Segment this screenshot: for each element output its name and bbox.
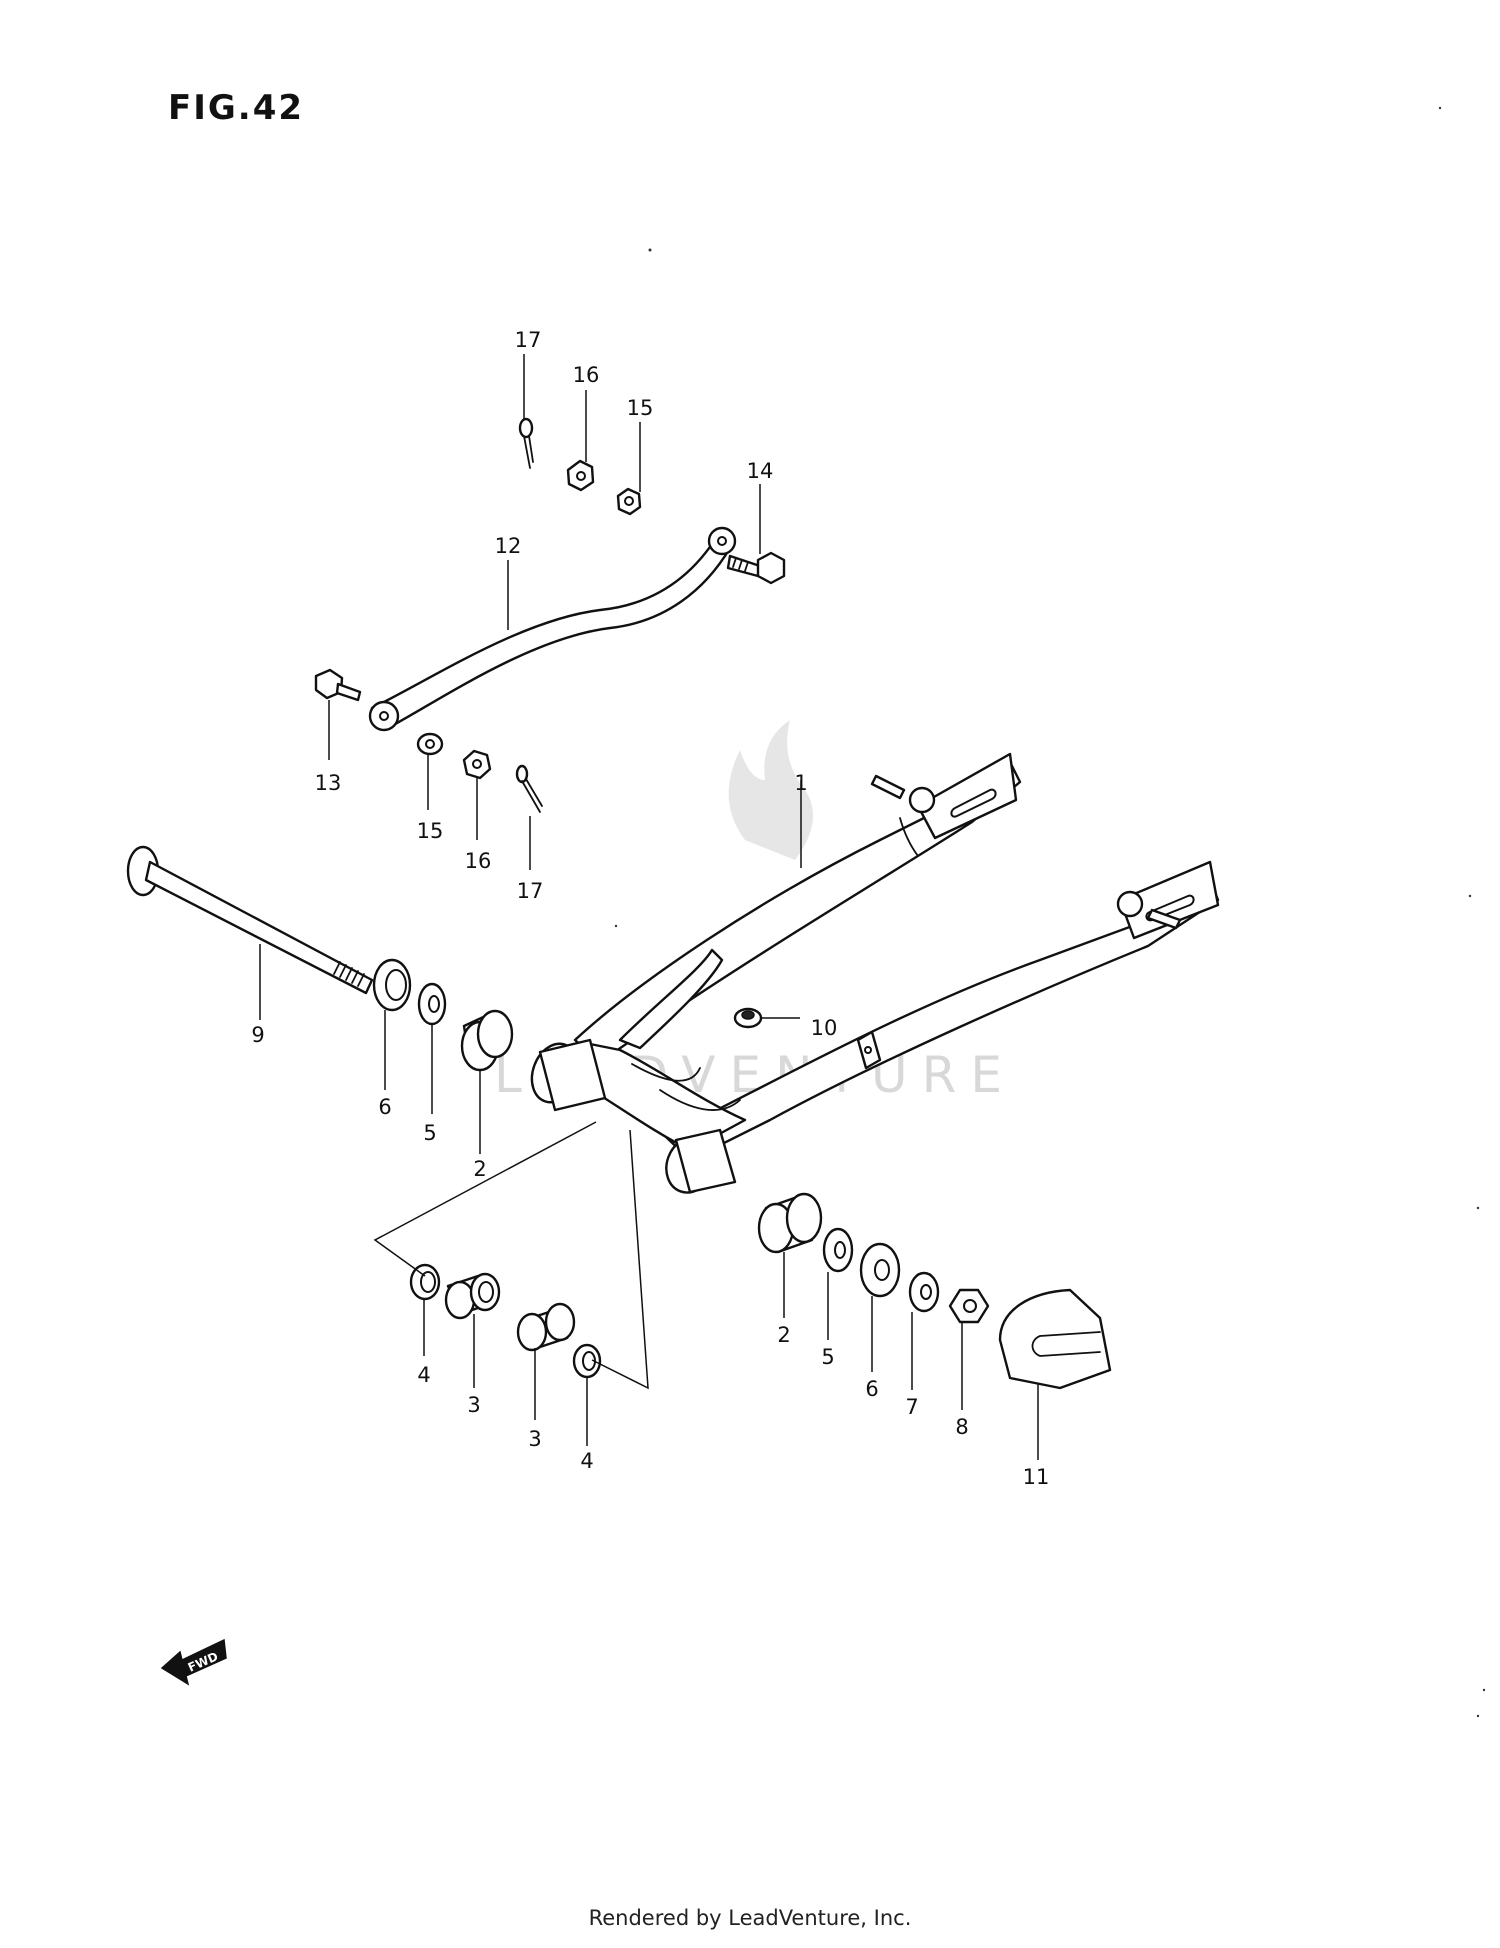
- chain-buffer-part: [998, 1288, 1112, 1390]
- callout-13: 13: [315, 771, 342, 795]
- callout-labels: 17 16 15 14 12 13 15 16 17 1 9 10 6 5 2 …: [251, 328, 1049, 1489]
- needle-bearing-part: [516, 1302, 576, 1352]
- washer-part: [822, 1227, 854, 1273]
- callout-5: 5: [821, 1345, 834, 1369]
- castle-nut-part: [566, 459, 595, 492]
- callout-16: 16: [573, 363, 600, 387]
- bolt-part: [314, 668, 362, 702]
- callout-6: 6: [378, 1095, 391, 1119]
- oil-seal-part: [372, 958, 412, 1012]
- callout-6: 6: [865, 1377, 878, 1401]
- needle-bearing-part: [444, 1272, 501, 1320]
- scan-specks: [614, 106, 1486, 1718]
- callout-14: 14: [747, 459, 774, 483]
- bushing-part: [460, 1009, 514, 1072]
- callout-15: 15: [417, 819, 444, 843]
- figure-title: FIG.42: [168, 88, 305, 128]
- footer-credit: Rendered by LeadVenture, Inc.: [588, 1906, 912, 1930]
- callout-4: 4: [417, 1363, 430, 1387]
- callout-3: 3: [467, 1393, 480, 1417]
- callout-17: 17: [515, 328, 542, 352]
- callout-8: 8: [955, 1415, 968, 1439]
- cotter-pin-part: [515, 764, 543, 813]
- washer-part: [416, 732, 444, 756]
- grommet-part: [733, 1007, 763, 1029]
- bolt-part: [726, 551, 786, 585]
- washer-part: [908, 1271, 940, 1313]
- callout-5: 5: [423, 1121, 436, 1145]
- callout-11: 11: [1023, 1465, 1050, 1489]
- torque-rod-part: [368, 526, 737, 732]
- leader-lines: [259, 354, 1039, 1460]
- pivot-shaft-part: [126, 845, 374, 995]
- washer-part: [616, 487, 642, 516]
- callout-12: 12: [495, 534, 522, 558]
- callout-17: 17: [517, 879, 544, 903]
- callout-3: 3: [528, 1427, 541, 1451]
- nut-part: [948, 1288, 990, 1324]
- oil-seal-part: [859, 1242, 901, 1298]
- bushing-part: [757, 1192, 823, 1254]
- castle-nut-part: [462, 749, 492, 780]
- callout-4: 4: [580, 1449, 593, 1473]
- seal-ring-part: [572, 1343, 602, 1379]
- cotter-pin-part: [518, 417, 534, 469]
- washer-part: [417, 982, 447, 1026]
- callout-15: 15: [627, 396, 654, 420]
- callout-2: 2: [777, 1323, 790, 1347]
- callout-1: 1: [794, 771, 807, 795]
- callout-7: 7: [905, 1395, 918, 1419]
- callout-9: 9: [251, 1023, 264, 1047]
- assembly-bracket-lines: [373, 1121, 649, 1390]
- seal-ring-part: [409, 1263, 441, 1301]
- forward-arrow-icon: FWD: [160, 1638, 227, 1686]
- callout-16: 16: [465, 849, 492, 873]
- callout-2: 2: [473, 1157, 486, 1181]
- swingarm-part: [530, 752, 1220, 1194]
- callout-10: 10: [811, 1016, 838, 1040]
